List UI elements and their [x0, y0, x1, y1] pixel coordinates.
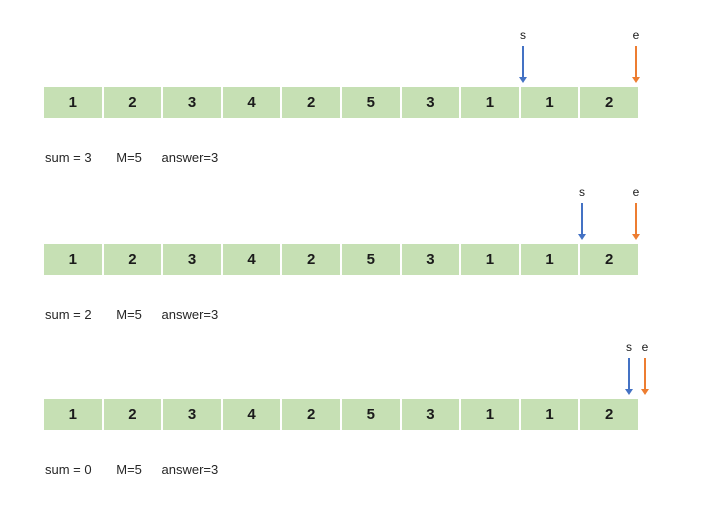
cell-value: 2: [307, 251, 316, 268]
end-pointer: e: [632, 28, 640, 83]
array-cell: 1: [520, 244, 579, 275]
cell-value: 3: [426, 406, 435, 423]
status-line: sum = 2 M=5 answer=3: [45, 307, 218, 322]
array-cell: 2: [103, 244, 162, 275]
start-pointer: s: [519, 28, 527, 83]
cell-value: 1: [68, 251, 77, 268]
cell-value: 1: [68, 406, 77, 423]
cell-value: 3: [426, 94, 435, 111]
down-arrow-icon: [519, 46, 527, 83]
end-pointer: e: [641, 340, 649, 395]
pointer-label: e: [632, 28, 640, 42]
array-row: 1 2 3 4 2 5 3 1 1 2: [44, 399, 638, 430]
array-cell: 3: [163, 399, 221, 430]
array-cell: 2: [580, 399, 638, 430]
array-cell: 5: [341, 399, 400, 430]
cell-value: 1: [485, 94, 495, 111]
array-cell: 1: [44, 244, 102, 275]
down-arrow-icon: [578, 203, 586, 240]
sum-text: sum = 2: [45, 307, 92, 322]
answer-text: answer=3: [161, 462, 219, 477]
end-pointer: e: [632, 185, 640, 240]
cell-value: 3: [187, 251, 197, 268]
cell-value: 1: [68, 94, 77, 111]
m-value-text: M=5: [116, 150, 142, 165]
cell-value: 2: [604, 406, 614, 423]
down-arrow-icon: [632, 46, 640, 83]
cell-value: 1: [545, 94, 554, 111]
window-state-row: 1 2 3 4 2 5 3 1 1 2 sum = 2 M=5 answer=3 s e: [0, 185, 708, 337]
array-cell: 1: [520, 87, 579, 118]
array-cell: 4: [222, 244, 281, 275]
array-cell: 4: [222, 399, 281, 430]
array-row: 1 2 3 4 2 5 3 1 1 2: [44, 87, 638, 118]
array-cell: 1: [44, 87, 102, 118]
down-arrow-icon: [641, 358, 649, 395]
answer-text: answer=3: [161, 150, 219, 165]
cell-value: 1: [485, 251, 495, 268]
array-cell: 1: [520, 399, 579, 430]
array-cell: 4: [222, 87, 281, 118]
pointer-label: s: [626, 340, 632, 354]
down-arrow-icon: [632, 203, 640, 240]
m-value-text: M=5: [116, 462, 142, 477]
pointer-label: e: [632, 185, 640, 199]
cell-value: 3: [187, 94, 197, 111]
cell-value: 1: [545, 251, 554, 268]
answer-text: answer=3: [161, 307, 219, 322]
array-cell: 3: [401, 87, 460, 118]
cell-value: 1: [485, 406, 495, 423]
start-pointer: s: [578, 185, 586, 240]
cell-value: 2: [307, 406, 316, 423]
window-state-row: 1 2 3 4 2 5 3 1 1 2 sum = 3 M=5 answer=3 s e: [0, 28, 708, 180]
array-cell: 5: [341, 87, 400, 118]
array-cell: 2: [580, 87, 638, 118]
pointer-label: s: [520, 28, 526, 42]
array-cell: 1: [44, 399, 102, 430]
cell-value: 4: [247, 94, 256, 111]
array-cell: 2: [282, 87, 340, 118]
cell-value: 2: [307, 94, 316, 111]
cell-value: 2: [128, 406, 137, 423]
cell-value: 5: [366, 406, 375, 423]
status-line: sum = 0 M=5 answer=3: [45, 462, 218, 477]
cell-value: 2: [128, 251, 137, 268]
start-pointer: s: [625, 340, 633, 395]
cell-value: 5: [366, 94, 375, 111]
cell-value: 2: [604, 94, 614, 111]
status-line: sum = 3 M=5 answer=3: [45, 150, 218, 165]
down-arrow-icon: [625, 358, 633, 395]
array-cell: 1: [461, 399, 519, 430]
cell-value: 4: [247, 406, 256, 423]
array-cell: 3: [163, 244, 221, 275]
m-value-text: M=5: [116, 307, 142, 322]
array-cell: 3: [401, 399, 460, 430]
cell-value: 4: [247, 251, 256, 268]
sum-text: sum = 0: [45, 462, 92, 477]
array-row: 1 2 3 4 2 5 3 1 1 2: [44, 244, 638, 275]
array-cell: 3: [401, 244, 460, 275]
sum-text: sum = 3: [45, 150, 92, 165]
array-cell: 2: [103, 87, 162, 118]
array-cell: 2: [282, 244, 340, 275]
array-cell: 1: [461, 87, 519, 118]
cell-value: 2: [604, 251, 614, 268]
array-cell: 2: [103, 399, 162, 430]
array-cell: 2: [282, 399, 340, 430]
cell-value: 1: [545, 406, 554, 423]
array-cell: 5: [341, 244, 400, 275]
cell-value: 3: [187, 406, 197, 423]
cell-value: 3: [426, 251, 435, 268]
pointer-label: s: [579, 185, 585, 199]
cell-value: 2: [128, 94, 137, 111]
array-cell: 1: [461, 244, 519, 275]
pointer-label: e: [641, 340, 649, 354]
array-cell: 3: [163, 87, 221, 118]
array-cell: 2: [580, 244, 638, 275]
cell-value: 5: [366, 251, 375, 268]
